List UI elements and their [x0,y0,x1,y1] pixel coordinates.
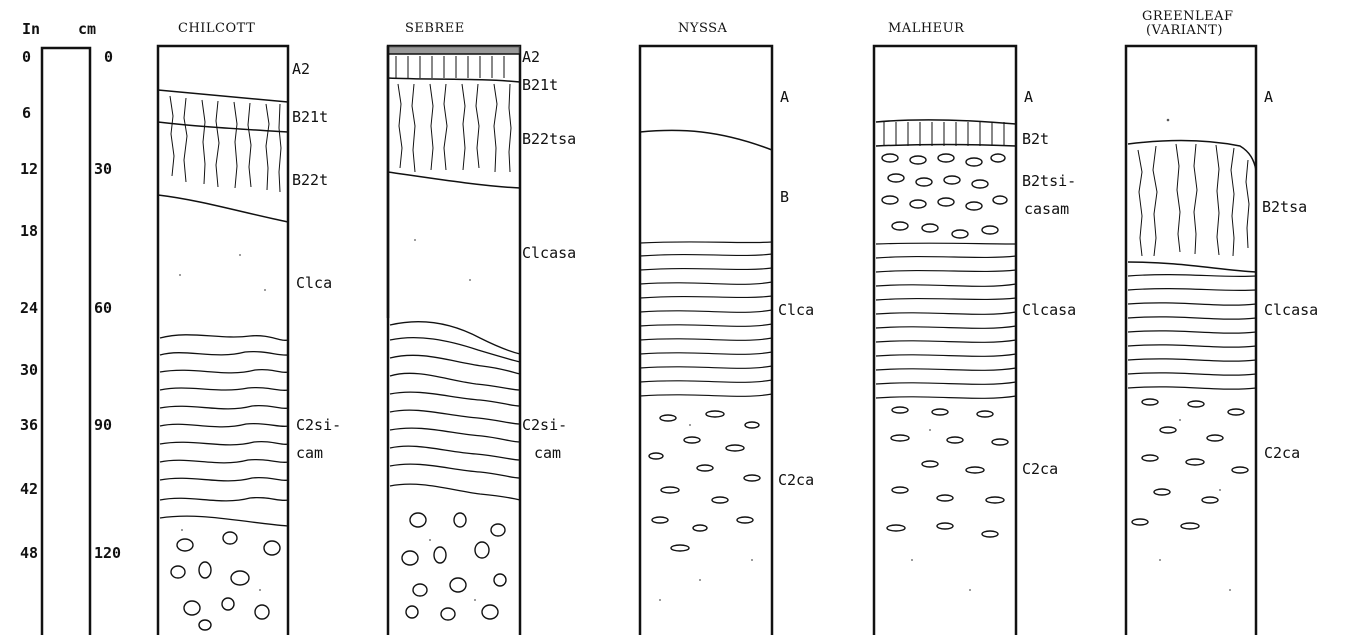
profile-chilcott: CHILCOTT [158,21,341,635]
profile-title: SEBREE [405,21,465,36]
stratified-layers [640,242,772,396]
lime-nodules [649,411,760,551]
platy-structure [160,335,288,526]
inch-header: In [22,20,40,38]
horizon-label: Clcasa [1022,301,1076,319]
profile-nyssa: NYSSA A B Clca C2ca [640,21,814,635]
cm-tick-60: 60 [94,299,112,317]
stratified-layers [1128,275,1256,390]
horizon-label: B21t [292,108,328,126]
stratified-layers [876,243,1016,398]
gravel-stones [171,532,280,630]
scale-bar [42,48,90,635]
profile-title: MALHEUR [888,21,965,36]
horizon-label: C2ca [1022,460,1058,478]
cm-tick-90: 90 [94,416,112,434]
horizon-label: casam [1024,200,1069,218]
depth-scale: In cm 0 6 12 18 24 30 36 42 48 0 30 60 9… [20,20,121,635]
prismatic-structure [170,96,281,192]
cemented-nodules [882,154,1007,238]
cm-tick-0: 0 [104,48,113,66]
cm-tick-30: 30 [94,160,112,178]
profile-sebree: SEBREE [388,21,576,635]
horizon-label: C2si- [522,416,567,434]
cm-header: cm [78,20,96,38]
lime-nodules [1132,399,1248,529]
horizon-label: Clcasa [1264,301,1318,319]
horizon-label: B2tsi- [1022,172,1076,190]
profile-subtitle: (VARIANT) [1146,23,1223,38]
inch-tick-6: 6 [22,104,31,122]
profile-title: NYSSA [678,21,728,36]
profile-column [874,46,1016,635]
profile-greenleaf: GREENLEAF (VARIANT) A B2tsa Clcasa [1126,9,1318,635]
inch-tick-18: 18 [20,222,38,240]
columnar-structure [396,56,511,172]
columnar-structure [1138,144,1249,256]
horizon-label: Clca [296,274,332,292]
horizon-label: B [780,188,789,206]
horizon-label: C2ca [1264,444,1300,462]
horizon-label: cam [296,444,323,462]
horizon-label: Clca [778,301,814,319]
inch-tick-48: 48 [20,544,38,562]
cm-tick-120: 120 [94,544,121,562]
horizon-label: A2 [292,60,310,78]
speckle-texture [179,119,1231,601]
inch-tick-36: 36 [20,416,38,434]
horizon-label: cam [534,444,561,462]
horizon-label: B22t [292,171,328,189]
inch-tick-42: 42 [20,480,38,498]
horizon-label: B21t [522,76,558,94]
columnar-structure [884,122,1004,146]
profile-title: GREENLEAF [1142,9,1234,24]
inch-tick-0: 0 [22,48,31,66]
horizon-label: B2tsa [1262,198,1307,216]
inch-tick-12: 12 [20,160,38,178]
lime-nodules [887,407,1008,537]
inch-tick-24: 24 [20,299,38,317]
platy-structure [390,322,520,500]
profile-title: CHILCOTT [178,21,255,36]
horizon-label: C2ca [778,471,814,489]
horizon-label: B22tsa [522,130,576,148]
profile-column [1126,46,1256,635]
horizon-label: C2si- [296,416,341,434]
profile-column [388,46,520,635]
horizon-label: B2t [1022,130,1049,148]
horizon-label: Clcasa [522,244,576,262]
horizon-label: A [1264,88,1273,106]
inch-tick-30: 30 [20,361,38,379]
horizon-label: A2 [522,48,540,66]
horizon-label: A [1024,88,1033,106]
profile-malheur: MALHEUR [874,21,1076,635]
horizon-label: A [780,88,789,106]
gravel-stones [402,513,506,620]
